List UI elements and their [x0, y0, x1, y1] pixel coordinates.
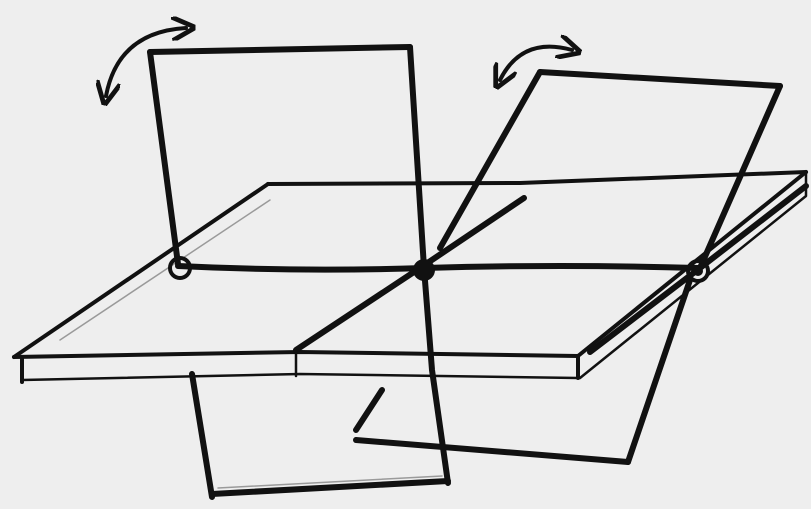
right-panel-hidden-stub — [353, 387, 385, 433]
right-pivot — [686, 259, 710, 283]
horizontal-slab — [12, 170, 808, 384]
right-rotation-arrow-icon — [500, 47, 572, 80]
slab-sketch-line — [59, 199, 271, 341]
left-rotation-arrow-icon — [106, 28, 186, 96]
left-panel-right-edge — [407, 44, 427, 271]
right-panel-right-edge — [697, 83, 783, 271]
left-panel-bottom — [209, 478, 451, 497]
right-panel-bottom — [353, 437, 631, 465]
left-pivot — [168, 256, 192, 280]
pivots — [168, 256, 710, 283]
slab-left-edge — [12, 182, 270, 359]
center-pivot — [413, 259, 435, 281]
left-panel-sketch-line — [217, 475, 443, 489]
left-panel-lower-left-edge — [189, 371, 215, 500]
left-panel-left-edge — [147, 49, 181, 267]
right-panel-diagonal — [293, 195, 527, 353]
right-panel-top — [537, 69, 783, 89]
right-panel-left-edge — [437, 69, 543, 251]
rotation-arrows — [106, 28, 572, 96]
right-pivot-core — [693, 266, 703, 276]
slab-hinge-line — [175, 263, 701, 273]
slab-front-bottom-edge — [20, 372, 580, 382]
left-panel-top — [147, 44, 413, 55]
slab-front-top-edge — [12, 350, 580, 359]
slab-right-side — [578, 170, 808, 380]
right-panel-lower-edge — [625, 277, 693, 465]
slab-far-edge — [266, 170, 808, 186]
